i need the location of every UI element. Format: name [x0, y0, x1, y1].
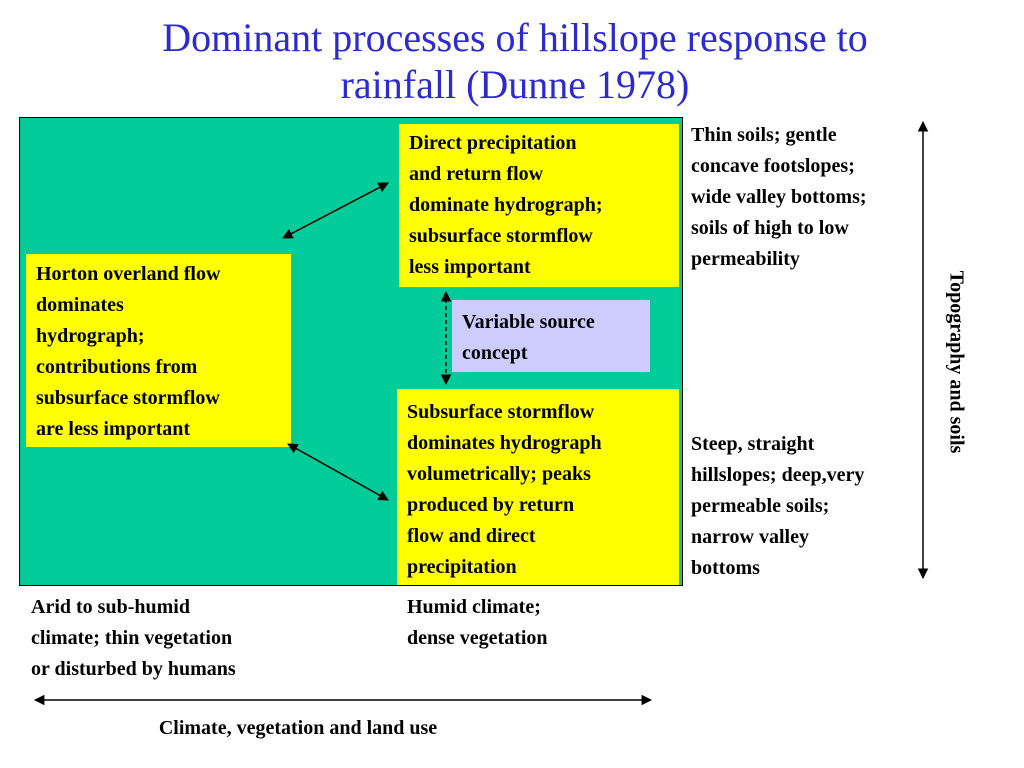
- text-line: Arid to sub-humid: [31, 596, 190, 618]
- horton-overland-flow-box: Horton overland flow dominates hydrograp…: [26, 254, 291, 447]
- box-line: are less important: [36, 418, 191, 440]
- box-line: Variable source: [462, 311, 595, 333]
- text-line: narrow valley: [691, 526, 809, 548]
- box-line: Direct precipitation: [409, 132, 577, 154]
- box-line: hydrograph;: [36, 325, 145, 347]
- text-line: Steep, straight: [691, 433, 815, 455]
- text-line: Thin soils; gentle: [691, 124, 837, 146]
- text-line: Humid climate;: [407, 596, 541, 618]
- text-line: dense vegetation: [407, 627, 548, 649]
- subsurface-stormflow-box: Subsurface stormflow dominates hydrograp…: [397, 389, 679, 585]
- arrow-horton-to-direct: [282, 182, 389, 239]
- box-line: less important: [409, 256, 531, 278]
- box-line: concept: [462, 342, 528, 364]
- box-line: precipitation: [407, 556, 517, 578]
- box-line: subsurface stormflow: [36, 387, 220, 409]
- right-top-description: Thin soils; gentle concave footslopes; w…: [691, 120, 867, 275]
- text-line: permeable soils;: [691, 495, 830, 517]
- box-line: Horton overland flow: [36, 263, 221, 285]
- title-line-2: rainfall (Dunne 1978): [340, 62, 690, 107]
- right-bottom-description: Steep, straight hillslopes; deep,very pe…: [691, 429, 864, 584]
- box-line: produced by return: [407, 494, 575, 516]
- box-line: dominates: [36, 294, 124, 316]
- bottom-mid-description: Humid climate; dense vegetation: [407, 592, 548, 654]
- box-line: dominate hydrograph;: [409, 194, 603, 216]
- box-line: flow and direct: [407, 525, 536, 547]
- bottom-left-description: Arid to sub-humid climate; thin vegetati…: [31, 592, 236, 685]
- box-line: subsurface stormflow: [409, 225, 593, 247]
- variable-source-box: Variable source concept: [452, 300, 650, 372]
- text-line: bottoms: [691, 557, 760, 579]
- horizontal-axis-label: Climate, vegetation and land use: [158, 717, 438, 739]
- text-line: concave footslopes;: [691, 155, 855, 177]
- text-line: permeability: [691, 248, 800, 270]
- title-line-1: Dominant processes of hillslope response…: [162, 15, 868, 60]
- arrow-horton-to-subsurface: [287, 443, 389, 501]
- box-line: and return flow: [409, 163, 544, 185]
- text-line: wide valley bottoms;: [691, 186, 867, 208]
- text-line: climate; thin vegetation: [31, 627, 233, 649]
- box-line: contributions from: [36, 356, 198, 378]
- box-line: dominates hydrograph: [407, 432, 602, 454]
- text-line: hillslopes; deep,very: [691, 464, 865, 486]
- box-line: volumetrically; peaks: [407, 463, 591, 485]
- direct-precipitation-box: Direct precipitation and return flow dom…: [399, 124, 679, 287]
- box-line: Subsurface stormflow: [407, 401, 595, 423]
- text-line: or disturbed by humans: [31, 658, 236, 680]
- text-line: soils of high to low: [691, 217, 849, 239]
- slide-title: Dominant processes of hillslope response…: [60, 14, 970, 108]
